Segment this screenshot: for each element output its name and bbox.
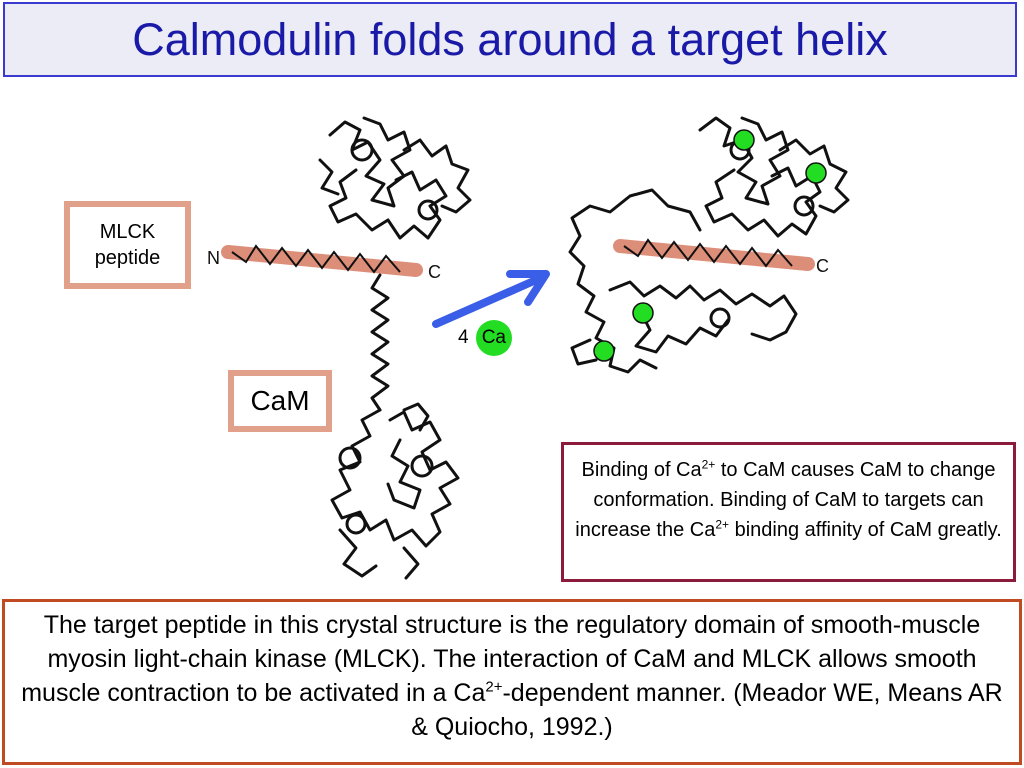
caption-text-2: -dependent manner. (Meador WE, Means AR … bbox=[411, 679, 1003, 741]
note-text-2: to CaM causes CaM to change conformation… bbox=[575, 459, 996, 541]
c-terminus-label-left: C bbox=[428, 262, 441, 282]
calcium-symbol: Ca bbox=[475, 320, 512, 356]
mlck-peptide-left bbox=[221, 244, 423, 277]
mlck-peptide-right bbox=[613, 238, 815, 271]
caption-text-1: The target peptide in this crystal struc… bbox=[21, 611, 981, 707]
caption-superscript: 2+ bbox=[485, 678, 503, 696]
calcium-ion bbox=[632, 302, 654, 324]
calcium-addition-label: 4 Ca bbox=[458, 320, 512, 356]
calcium-ion bbox=[733, 129, 755, 151]
cam-label-box: CaM bbox=[228, 370, 332, 432]
caption-box: The target peptide in this crystal struc… bbox=[2, 599, 1022, 765]
calcium-ion bbox=[593, 340, 615, 362]
page-title: Calmodulin folds around a target helix bbox=[132, 13, 888, 65]
note-superscript-1: 2+ bbox=[701, 457, 716, 472]
mlck-peptide-label-box: MLCK peptide bbox=[64, 201, 191, 289]
c-terminus-label-right: C bbox=[816, 256, 829, 276]
note-text-3: binding affinity of CaM greatly. bbox=[729, 519, 1002, 541]
title-box: Calmodulin folds around a target helix bbox=[3, 2, 1017, 77]
binding-note-box: Binding of Ca2+ to CaM causes CaM to cha… bbox=[561, 442, 1016, 582]
note-superscript-2: 2+ bbox=[715, 517, 730, 532]
cam-compact-structure bbox=[568, 116, 850, 374]
cam-extended-structure bbox=[318, 116, 472, 580]
calcium-ion bbox=[805, 162, 827, 184]
n-terminus-label: N bbox=[207, 248, 220, 268]
mlck-peptide-label: MLCK peptide bbox=[94, 221, 161, 269]
calcium-ions bbox=[593, 129, 827, 362]
note-text-1: Binding of Ca bbox=[581, 459, 702, 481]
calcium-count: 4 bbox=[458, 327, 469, 348]
conformation-arrow bbox=[432, 270, 550, 328]
cam-label: CaM bbox=[250, 385, 310, 416]
